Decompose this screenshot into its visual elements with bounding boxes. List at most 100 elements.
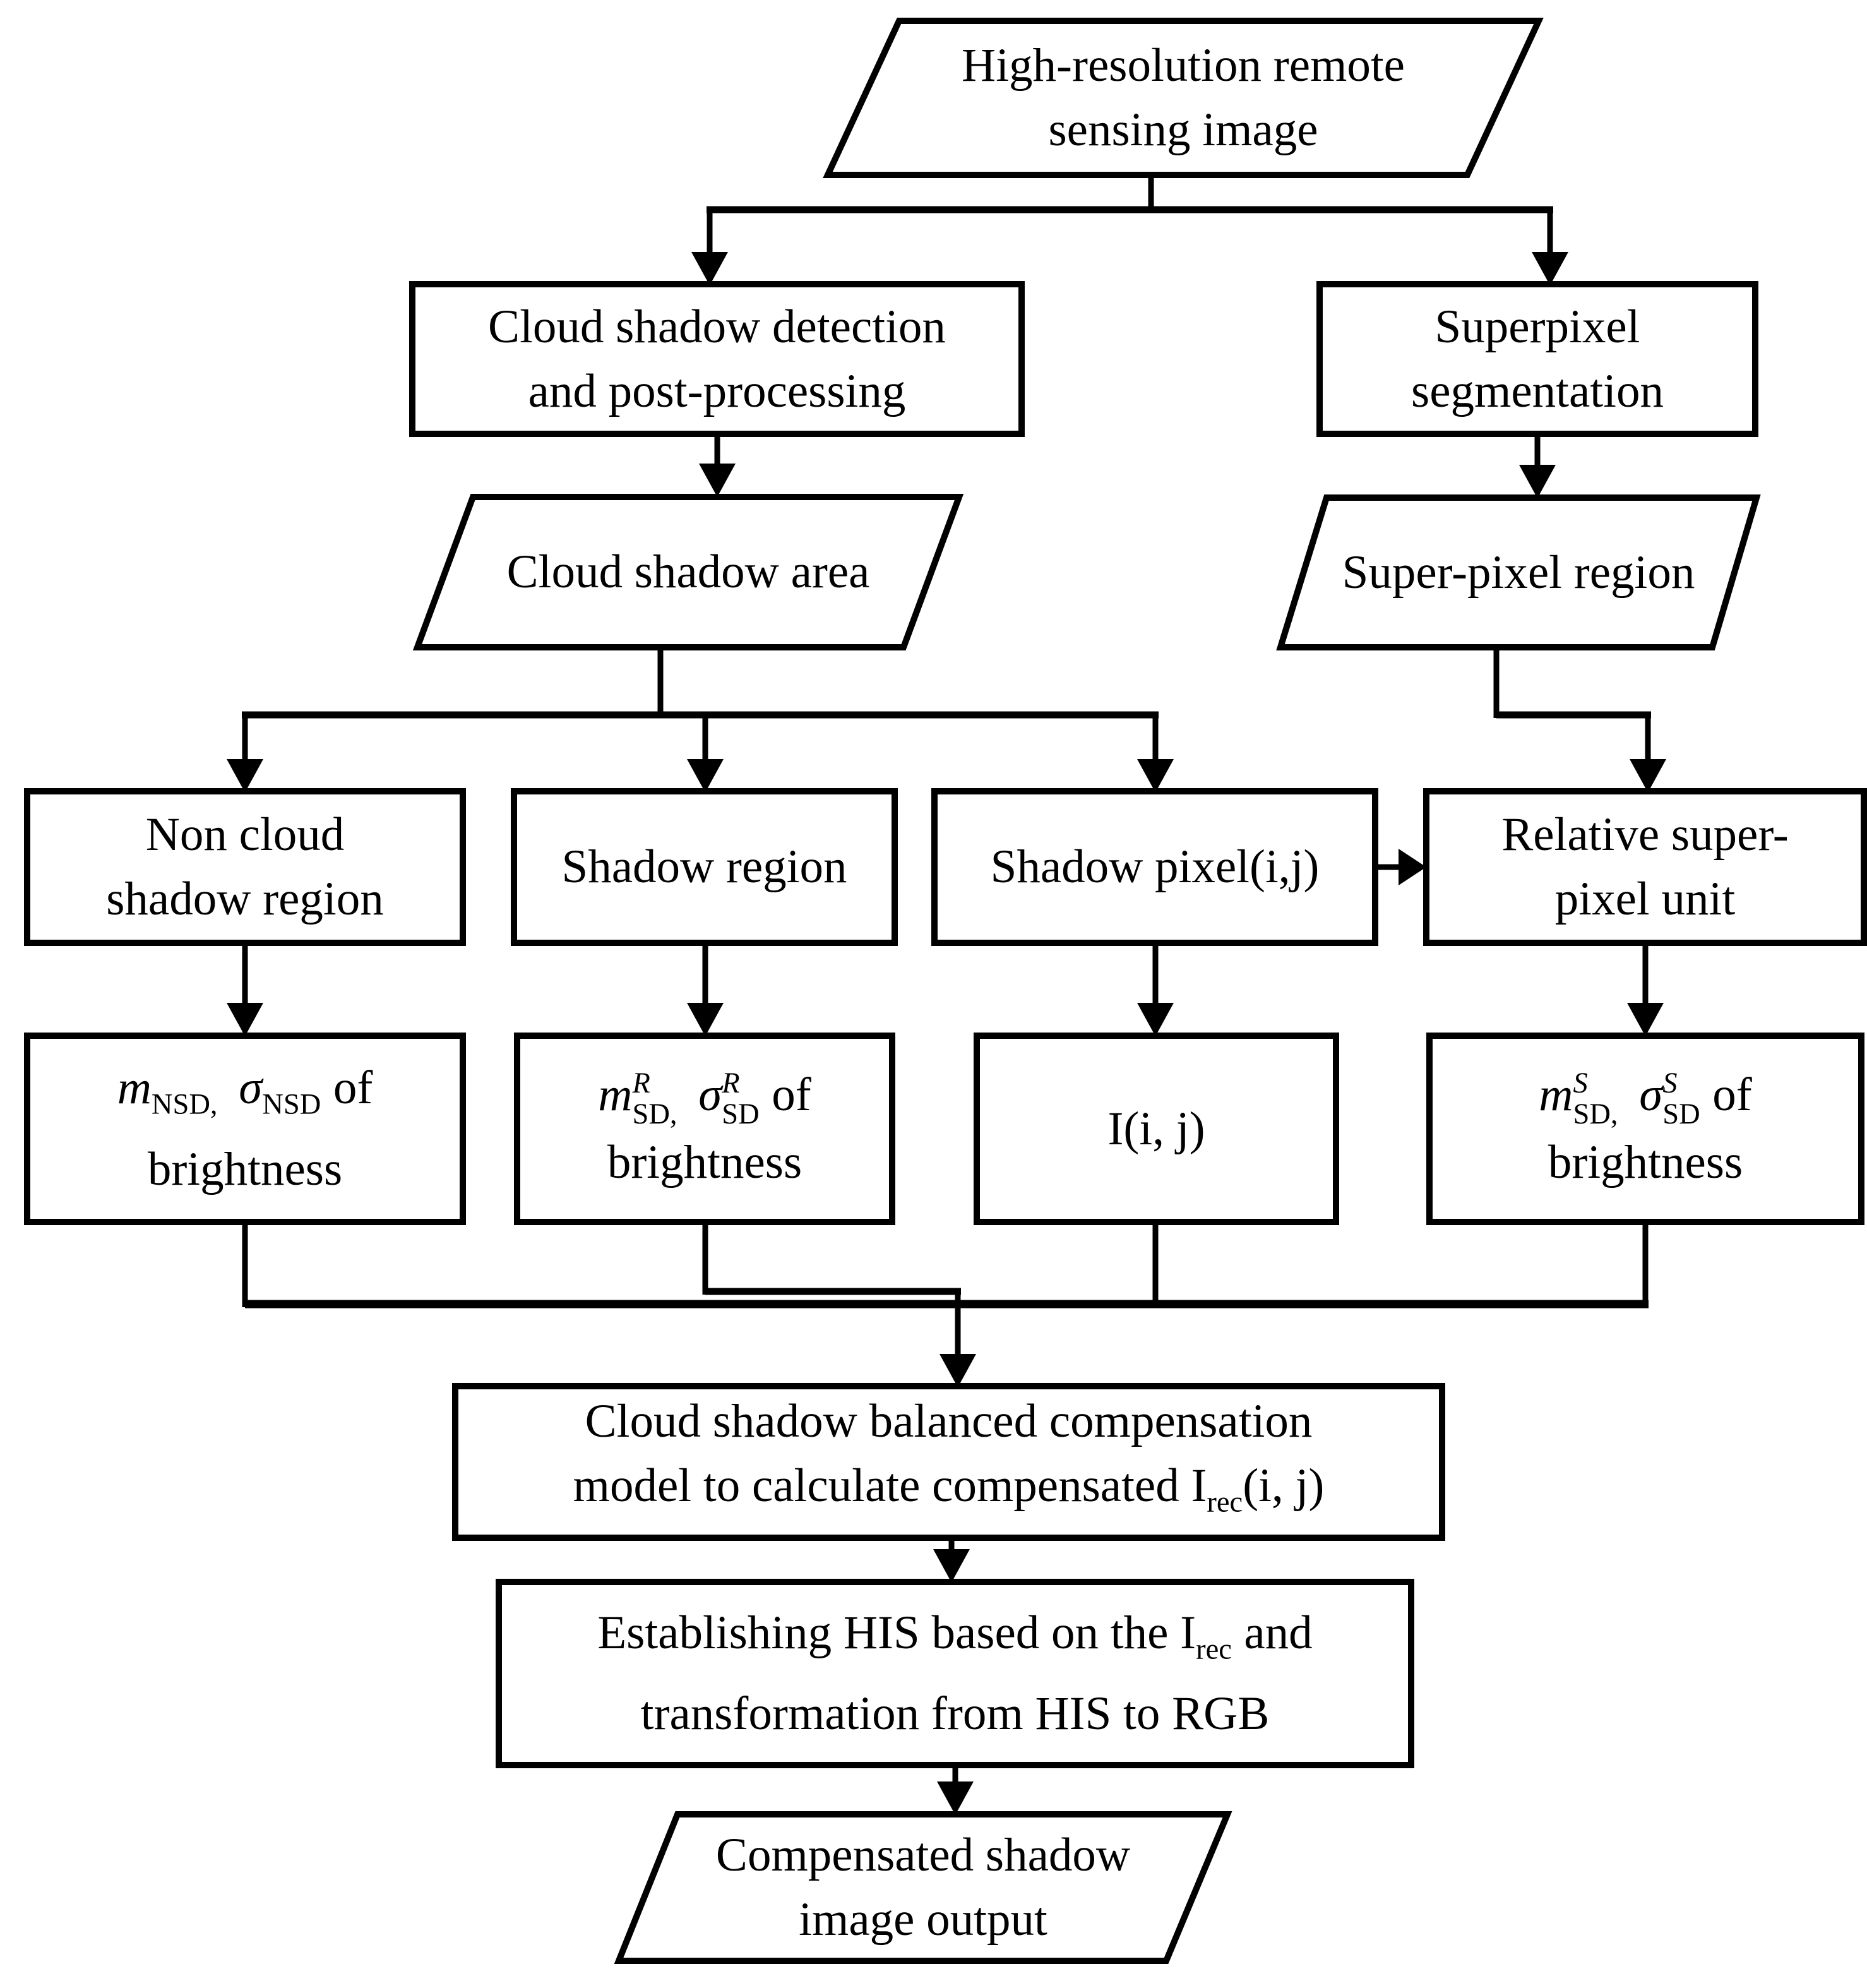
label-line: Relative super- — [1501, 808, 1789, 861]
label-line: Non cloud — [145, 808, 345, 861]
var-symbol: σ — [698, 1069, 722, 1122]
node-cloud-shadow-detection-label: Cloud shadow detection and post-processi… — [412, 284, 1022, 434]
node-input-parallelogram — [823, 18, 1544, 178]
arrowhead-down — [1627, 1003, 1664, 1036]
label-line: pixel unit — [1554, 873, 1736, 925]
var-symbol: σ — [1639, 1069, 1663, 1122]
var-superscript: S — [1662, 1067, 1678, 1100]
arrowhead-down — [1630, 759, 1666, 793]
arrowhead-down — [1519, 465, 1556, 498]
var-subscript: SD — [722, 1098, 760, 1130]
arrowhead-down — [687, 759, 724, 793]
label-line: Cloud shadow detection — [488, 300, 946, 353]
label-line: brightness — [147, 1142, 343, 1195]
label-line: shadow region — [106, 873, 384, 925]
arrowhead-down — [227, 1003, 263, 1036]
label-line: segmentation — [1411, 364, 1664, 417]
arrowhead-right — [1399, 849, 1426, 885]
formula-line: model to calculate compensated Irec(i, j… — [573, 1454, 1325, 1535]
formula-tail: of — [1712, 1069, 1752, 1122]
label-line: Shadow region — [561, 841, 847, 893]
var-subscript: rec — [1196, 1633, 1232, 1666]
var-symbol: m — [1539, 1069, 1573, 1122]
var-symbol: m — [598, 1069, 633, 1122]
var-symbol: σ — [239, 1062, 263, 1115]
var-superscript: R — [722, 1067, 740, 1100]
var-subscript: SD — [1662, 1098, 1700, 1130]
var-superscript: S — [1573, 1067, 1588, 1100]
var-subscript: NSD — [262, 1088, 321, 1121]
node-superpixel-segmentation-label: Superpixel segmentation — [1320, 284, 1755, 434]
arrowhead-down — [1137, 759, 1174, 793]
node-nsd-stats-label: mNSD, σNSD of brightness — [27, 1036, 463, 1222]
node-shadow-region-label: Shadow region — [514, 791, 895, 943]
arrowhead-down — [1532, 252, 1568, 285]
node-compensation-model-label: Cloud shadow balanced compensation model… — [455, 1386, 1442, 1538]
formula-line: mNSD, σNSD of — [117, 1056, 373, 1137]
label-line: transformation from HIS to RGB — [640, 1687, 1270, 1740]
label-line: Cloud shadow area — [506, 546, 870, 598]
label-text: (i, j) — [1243, 1459, 1325, 1512]
node-super-pixel-region-parallelogram — [1276, 494, 1761, 650]
var-subscript: SD, — [1573, 1098, 1618, 1130]
label-text: and — [1244, 1606, 1313, 1659]
node-super-pixel-region-label: Super-pixel region — [1280, 498, 1757, 647]
node-shadow-pixel-box — [931, 788, 1378, 946]
var-superscript: R — [632, 1067, 650, 1100]
label-line: brightness — [1548, 1135, 1743, 1189]
arrowhead-down — [699, 464, 736, 497]
node-output-parallelogram — [614, 1811, 1232, 1964]
formula-tail: of — [772, 1069, 811, 1122]
var-subscript: NSD, — [151, 1088, 218, 1121]
arrowhead-down — [937, 1781, 974, 1815]
label-line: brightness — [607, 1135, 802, 1189]
label-line: Shadow pixel(i,j) — [990, 841, 1320, 893]
node-compensation-model-box — [452, 1383, 1445, 1541]
node-output-label: Compensated shadow image output — [619, 1814, 1227, 1961]
node-input-label: High-resolution remote sensing image — [828, 21, 1539, 175]
arrowhead-down — [933, 1549, 970, 1583]
label-line: Superpixel — [1435, 300, 1640, 353]
var-subscript: rec — [1207, 1486, 1243, 1519]
node-ssd-stats-box — [1426, 1033, 1864, 1225]
node-intensity-box — [974, 1033, 1339, 1225]
node-cloud-shadow-detection-box — [409, 281, 1025, 437]
formula-tail: of — [333, 1062, 373, 1115]
arrowhead-down — [687, 1003, 724, 1036]
node-superpixel-segmentation-box — [1316, 281, 1758, 437]
arrowhead-down — [691, 252, 728, 285]
node-intensity-label: I(i, j) — [977, 1036, 1336, 1222]
node-his-transform-box — [496, 1579, 1414, 1768]
var-subscript: SD, — [632, 1098, 677, 1130]
label-line: Cloud shadow balanced compensation — [585, 1394, 1313, 1447]
arrowhead-down — [1137, 1003, 1174, 1036]
node-cloud-shadow-area-label: Cloud shadow area — [417, 497, 959, 647]
label-line: Super-pixel region — [1342, 546, 1695, 599]
label-line: I(i, j) — [1107, 1102, 1205, 1155]
node-shadow-region-box — [511, 788, 898, 946]
var-symbol: m — [117, 1062, 152, 1115]
node-non-cloud-shadow-region-label: Non cloud shadow region — [27, 791, 463, 943]
label-line: and post-processing — [528, 364, 906, 417]
node-shadow-pixel-label: Shadow pixel(i,j) — [934, 791, 1375, 943]
arrowhead-down — [227, 759, 263, 793]
label-line: sensing image — [1048, 104, 1318, 156]
label-text: model to calculate compensated I — [573, 1459, 1207, 1512]
label-text: Establishing HIS based on the I — [597, 1606, 1196, 1659]
arrowhead-down — [939, 1354, 976, 1387]
label-line: Compensated shadow — [715, 1829, 1131, 1881]
node-cloud-shadow-area-parallelogram — [412, 494, 964, 650]
node-relative-super-pixel-unit-label: Relative super- pixel unit — [1426, 791, 1864, 943]
